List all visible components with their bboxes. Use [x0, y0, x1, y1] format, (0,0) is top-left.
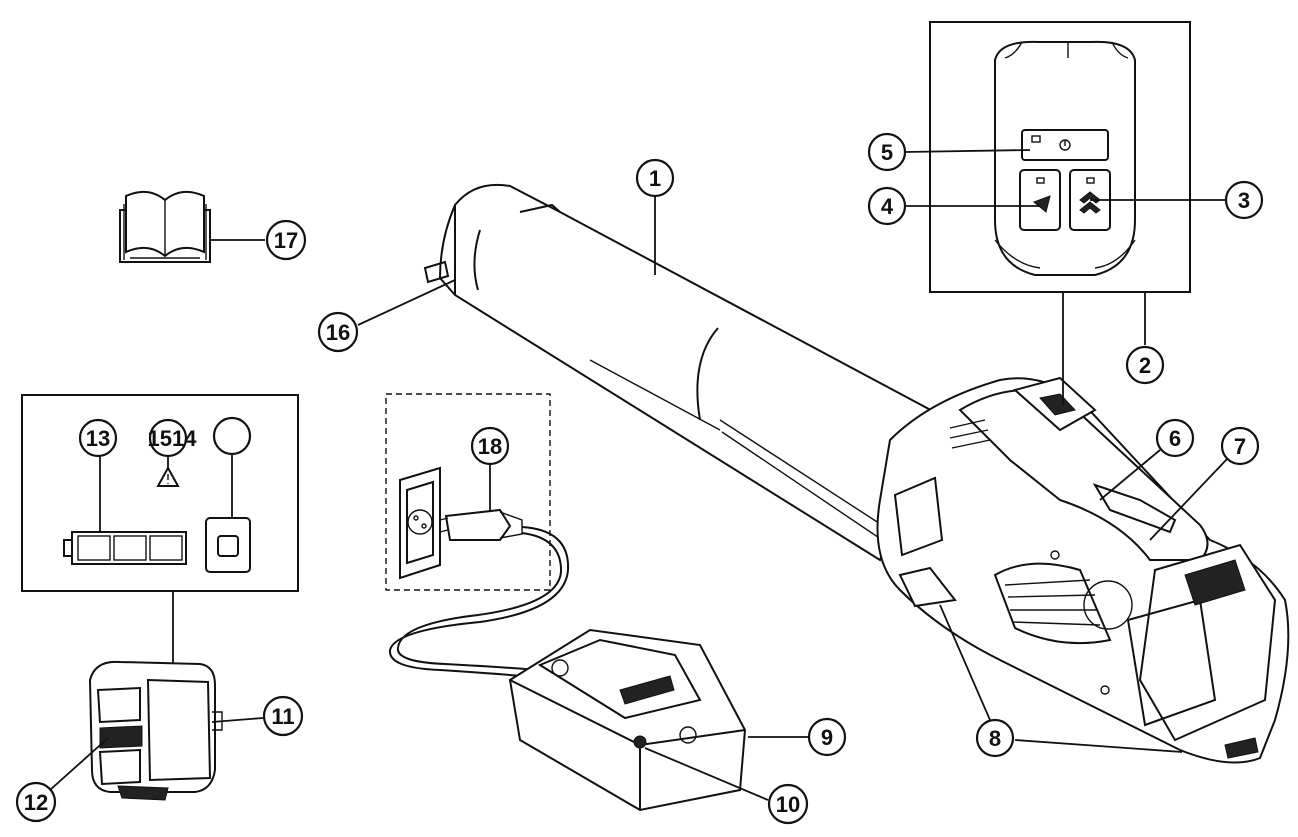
svg-text:4: 4 — [881, 194, 894, 219]
svg-text:1514: 1514 — [148, 426, 198, 451]
callout-11: 11 — [262, 695, 304, 737]
blower-body — [876, 376, 1290, 764]
svg-text:16: 16 — [326, 320, 350, 345]
callout-16: 16 — [317, 311, 359, 353]
svg-text:12: 12 — [24, 790, 48, 815]
callout-9: 9 — [807, 717, 847, 757]
callout-2: 2 — [1125, 345, 1165, 385]
callout-13: 13 — [78, 418, 118, 458]
svg-text:18: 18 — [478, 434, 502, 459]
svg-text:10: 10 — [776, 792, 800, 817]
leader-lines — [49, 149, 1229, 801]
battery-charger — [508, 628, 747, 812]
callout-17: 17 — [265, 219, 307, 261]
svg-text:8: 8 — [989, 726, 1001, 751]
svg-text:17: 17 — [274, 228, 298, 253]
svg-text:5: 5 — [881, 140, 893, 165]
callout-4: 4 — [867, 186, 907, 226]
callout-8: 8 — [975, 718, 1015, 758]
callout-15-14: 1514 — [148, 416, 252, 458]
svg-text:11: 11 — [271, 704, 294, 729]
callout-6: 6 — [1155, 418, 1195, 458]
wall-socket — [385, 393, 551, 591]
callout-12: 12 — [15, 781, 57, 823]
callout-7: 7 — [1220, 426, 1260, 466]
svg-text:7: 7 — [1234, 434, 1246, 459]
blower-tube — [423, 183, 942, 562]
battery-indicator-detail — [21, 394, 299, 592]
callout-18: 18 — [470, 426, 510, 466]
svg-text:3: 3 — [1238, 188, 1250, 213]
svg-text:6: 6 — [1169, 426, 1181, 451]
battery-pack — [88, 591, 223, 801]
svg-text:2: 2 — [1139, 353, 1151, 378]
svg-text:13: 13 — [86, 426, 110, 451]
callout-3: 3 — [1224, 180, 1264, 220]
manual-book-icon — [119, 190, 211, 263]
charger-cable — [388, 526, 570, 681]
svg-text:1: 1 — [649, 166, 661, 191]
callout-5: 5 — [867, 132, 907, 172]
callout-10: 10 — [767, 783, 809, 825]
callout-1: 1 — [635, 158, 675, 198]
svg-text:9: 9 — [821, 725, 833, 750]
